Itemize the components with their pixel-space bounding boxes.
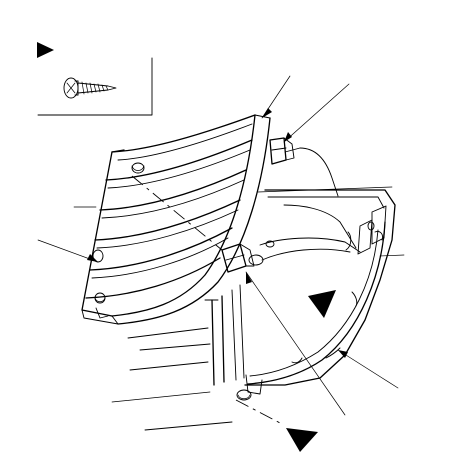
legend-frame: [37, 57, 153, 116]
clip-marker-center-triangle-icon: [308, 290, 336, 318]
leader-lines: [37, 75, 405, 416]
arrowheads: [87, 108, 348, 358]
rear-housing: [244, 147, 396, 395]
alignment-lines: [131, 175, 283, 425]
fastener-legend: [37, 42, 153, 116]
clip-marker-bottom-triangle-icon: [286, 428, 318, 452]
support-frame: [204, 284, 245, 386]
lower-clip: [236, 389, 252, 401]
center-clip: [221, 240, 275, 273]
legend-triangle-icon: [37, 42, 54, 58]
upper-clip: [269, 137, 295, 165]
tapping-screw-icon: [63, 77, 117, 99]
grille-panel: [81, 114, 271, 325]
edge-lines: [127, 327, 233, 431]
